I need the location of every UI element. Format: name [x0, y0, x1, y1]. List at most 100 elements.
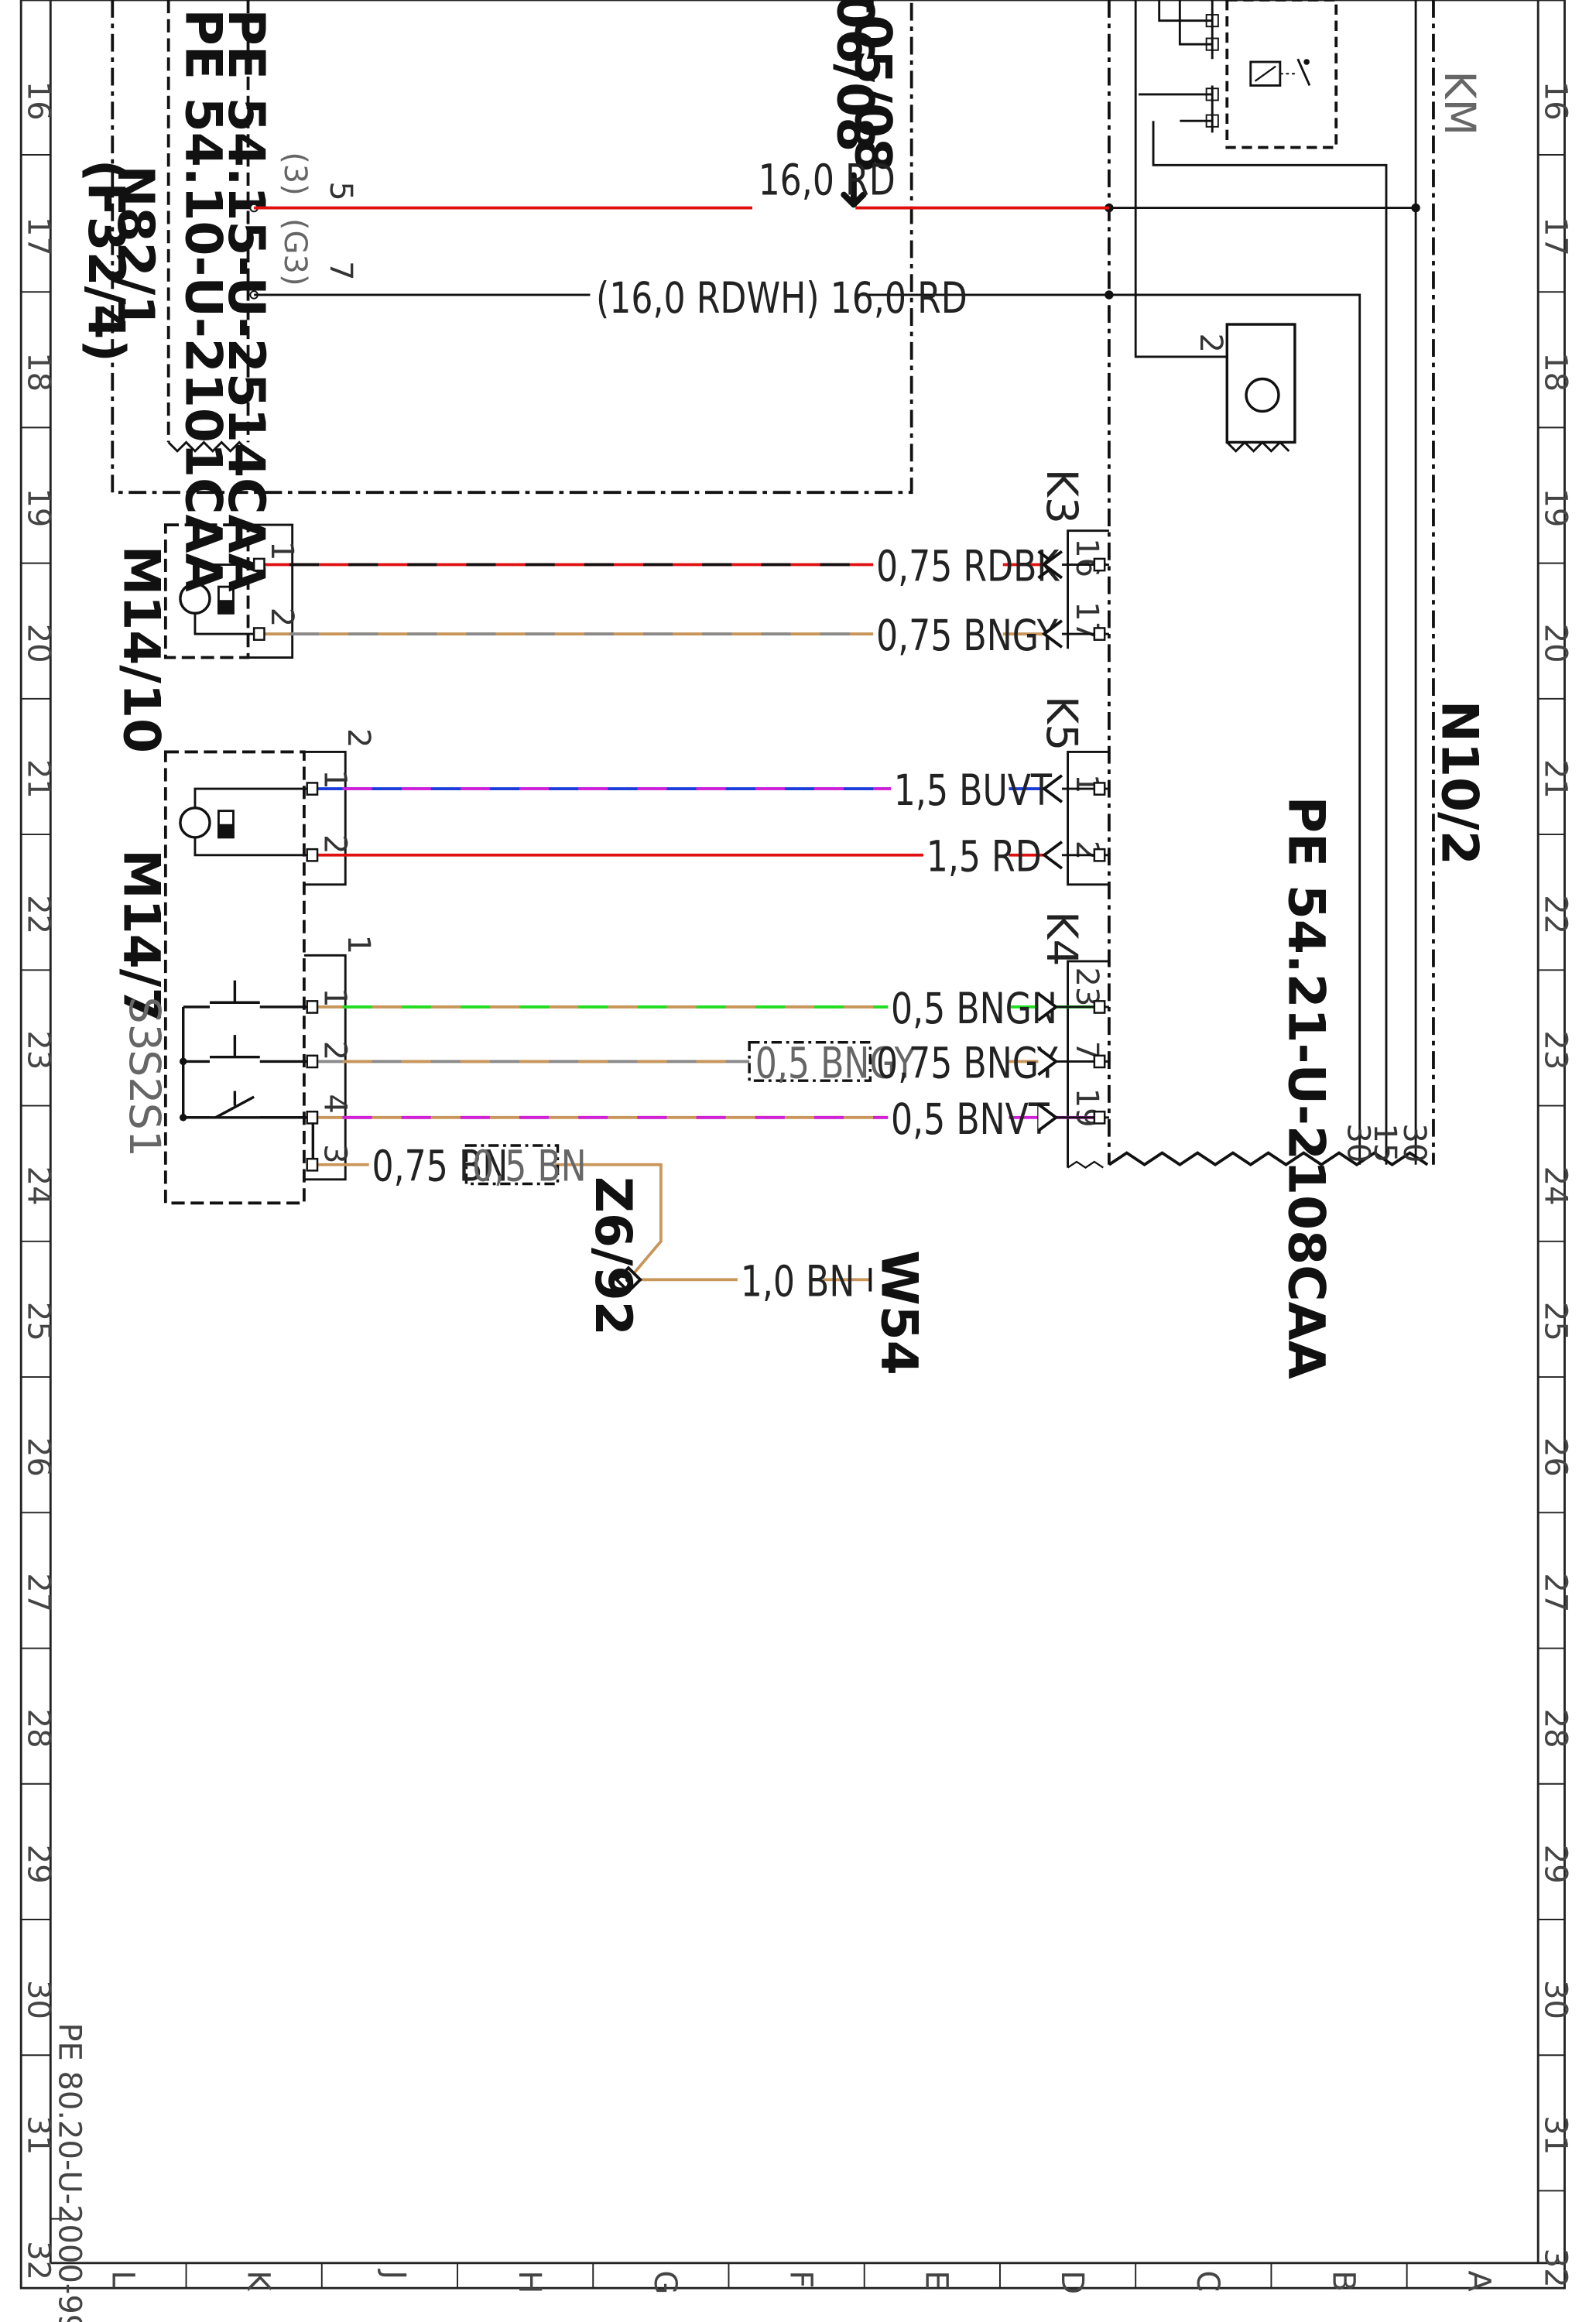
row-label: 31	[1538, 2115, 1574, 2155]
m14-10-id: M14/10	[112, 546, 170, 753]
switch-contacts	[181, 980, 315, 1165]
row-label: 30	[1538, 1980, 1574, 2019]
column-ticks	[185, 2262, 1408, 2289]
wire-label: 0,75 BNGY	[876, 1039, 1058, 1088]
m14-7-id: M14/7	[112, 849, 170, 1022]
motor-icon	[179, 807, 211, 839]
component-w54: W54	[868, 1250, 928, 1375]
svg-text:C: C	[1190, 2270, 1225, 2292]
row-label: 28	[21, 1709, 57, 1748]
svg-text:1: 1	[317, 988, 353, 1007]
svg-text:2: 2	[1193, 333, 1228, 352]
row-label: 25	[21, 1302, 57, 1341]
svg-text:30: 30	[1396, 1123, 1432, 1163]
svg-text:J: J	[376, 2268, 412, 2279]
row-label: 25	[1538, 1302, 1574, 1341]
wire-label: 0,75 BNGY	[876, 611, 1058, 660]
svg-text:F: F	[783, 2270, 818, 2288]
svg-text:E: E	[919, 2270, 954, 2289]
row-label: 31	[21, 2115, 57, 2155]
row-label: 30	[21, 1980, 57, 2019]
connector-k4: K4	[1036, 911, 1086, 966]
row-label: 16	[21, 81, 57, 121]
wire-label: 0,5 BN	[472, 1142, 587, 1191]
row-label: 32	[1538, 2248, 1574, 2288]
wire-label: 0,75 BN	[372, 1142, 509, 1191]
svg-text:H: H	[512, 2270, 547, 2293]
wire-label: 0,5 BNGY	[755, 1039, 916, 1088]
row-label: 20	[21, 624, 57, 663]
row-label: 20	[1538, 624, 1574, 663]
svg-text:L: L	[104, 2270, 140, 2288]
row-label: 22	[1538, 895, 1574, 934]
wire-label: 1,0 BN	[741, 1256, 855, 1306]
pin-sockets	[252, 557, 1106, 1172]
row-labels-left: 16 17 18 19 20 21 22 23 24 25 26 27 28 2…	[21, 81, 57, 2280]
wire-label: 1,5 RD	[926, 832, 1042, 882]
version-top: -05/08	[843, 0, 901, 173]
row-label: 27	[1538, 1573, 1574, 1612]
svg-text:2: 2	[341, 728, 376, 748]
row-label: 16	[1538, 81, 1574, 121]
row-label: 28	[1538, 1709, 1574, 1748]
svg-text:4: 4	[317, 1094, 353, 1113]
component-m14-7: M14/7 2 1 1 2 1 2 4 3 S3 S2 S1	[112, 728, 376, 1205]
component-n10-2: N10/2 PE 54.21-U-2108CAA KM	[1036, 0, 1488, 1379]
svg-text:(3): (3)	[277, 152, 313, 196]
row-label: 18	[21, 352, 57, 392]
row-label: 32	[21, 2241, 57, 2280]
component-m14-10: M14/10 1 2	[112, 523, 300, 753]
svg-text:D: D	[1054, 2270, 1090, 2294]
wire-label: 1,5 BUVT	[894, 765, 1053, 815]
row-label: 21	[21, 759, 57, 799]
wires: 16,0 RD (16,0 RDWH) 16,0 RD 0,75 RDBK 0,…	[254, 156, 1109, 1307]
connector-k3: K3	[1036, 469, 1086, 524]
wire-label: 0,5 BNVT	[891, 1094, 1050, 1144]
row-label: 17	[21, 217, 57, 256]
row-ticks	[21, 154, 1565, 2192]
n10-2-ref: PE 54.21-U-2108CAA	[1276, 796, 1334, 1379]
svg-text:2: 2	[317, 834, 353, 854]
svg-text:3: 3	[317, 1144, 353, 1163]
svg-text:(G3): (G3)	[277, 218, 313, 286]
wire-label: 0,5 BNGN	[891, 984, 1057, 1033]
n82-id: N82/1	[106, 165, 164, 330]
transistor-icon	[1245, 377, 1280, 413]
svg-text:B: B	[1325, 2270, 1361, 2291]
version-bottom: 06/08 ➜	[825, 0, 883, 211]
row-label: 21	[1538, 759, 1574, 799]
wire-label: 0,75 RDBK	[876, 542, 1060, 591]
row-label: 26	[21, 1437, 57, 1477]
row-label: 29	[1538, 1844, 1574, 1884]
n82-ref1: PE 54.10-U-2101CAA	[174, 9, 232, 591]
wire-label: (16,0 RDWH) 16,0 RD	[596, 273, 968, 323]
svg-text:7: 7	[323, 261, 358, 280]
svg-text:15: 15	[1367, 1123, 1402, 1163]
row-label: 19	[21, 488, 57, 527]
svg-text:K: K	[241, 2270, 276, 2292]
n82-sub: (F32/4)	[77, 159, 135, 362]
component-n82-1: PE 54.10-U-2101CAA PE 54.15-U-2514CAA N8…	[77, 0, 913, 592]
row-labels-right: 16 17 18 19 20 21 22 23 24 25 26 27 28 2…	[1538, 81, 1574, 2288]
row-label: 29	[21, 1844, 57, 1884]
document-reference: PE 80.20-U-2000-99CAA	[52, 2022, 87, 2322]
z6-92-id: Z6/92	[584, 1176, 642, 1336]
column-labels: L K J H G F E D C B A	[104, 2268, 1496, 2294]
sheet-frame	[19, 0, 1566, 2289]
svg-text:5: 5	[323, 181, 358, 200]
row-label: 26	[1538, 1437, 1574, 1477]
connector-k5: K5	[1036, 696, 1086, 751]
svg-text:1: 1	[317, 769, 353, 789]
row-label: 27	[21, 1573, 57, 1612]
svg-text:30: 30	[1340, 1123, 1375, 1163]
svg-text:2: 2	[317, 1041, 353, 1060]
row-label: 18	[1538, 352, 1574, 392]
switch-s1: S1	[119, 1103, 169, 1157]
km-label: KM	[1434, 70, 1484, 135]
svg-text:2: 2	[264, 608, 300, 627]
switch-s3: S3	[119, 997, 169, 1051]
w54-id: W54	[870, 1250, 928, 1375]
row-label: 24	[1538, 1166, 1574, 1206]
svg-text:A: A	[1461, 2270, 1497, 2292]
